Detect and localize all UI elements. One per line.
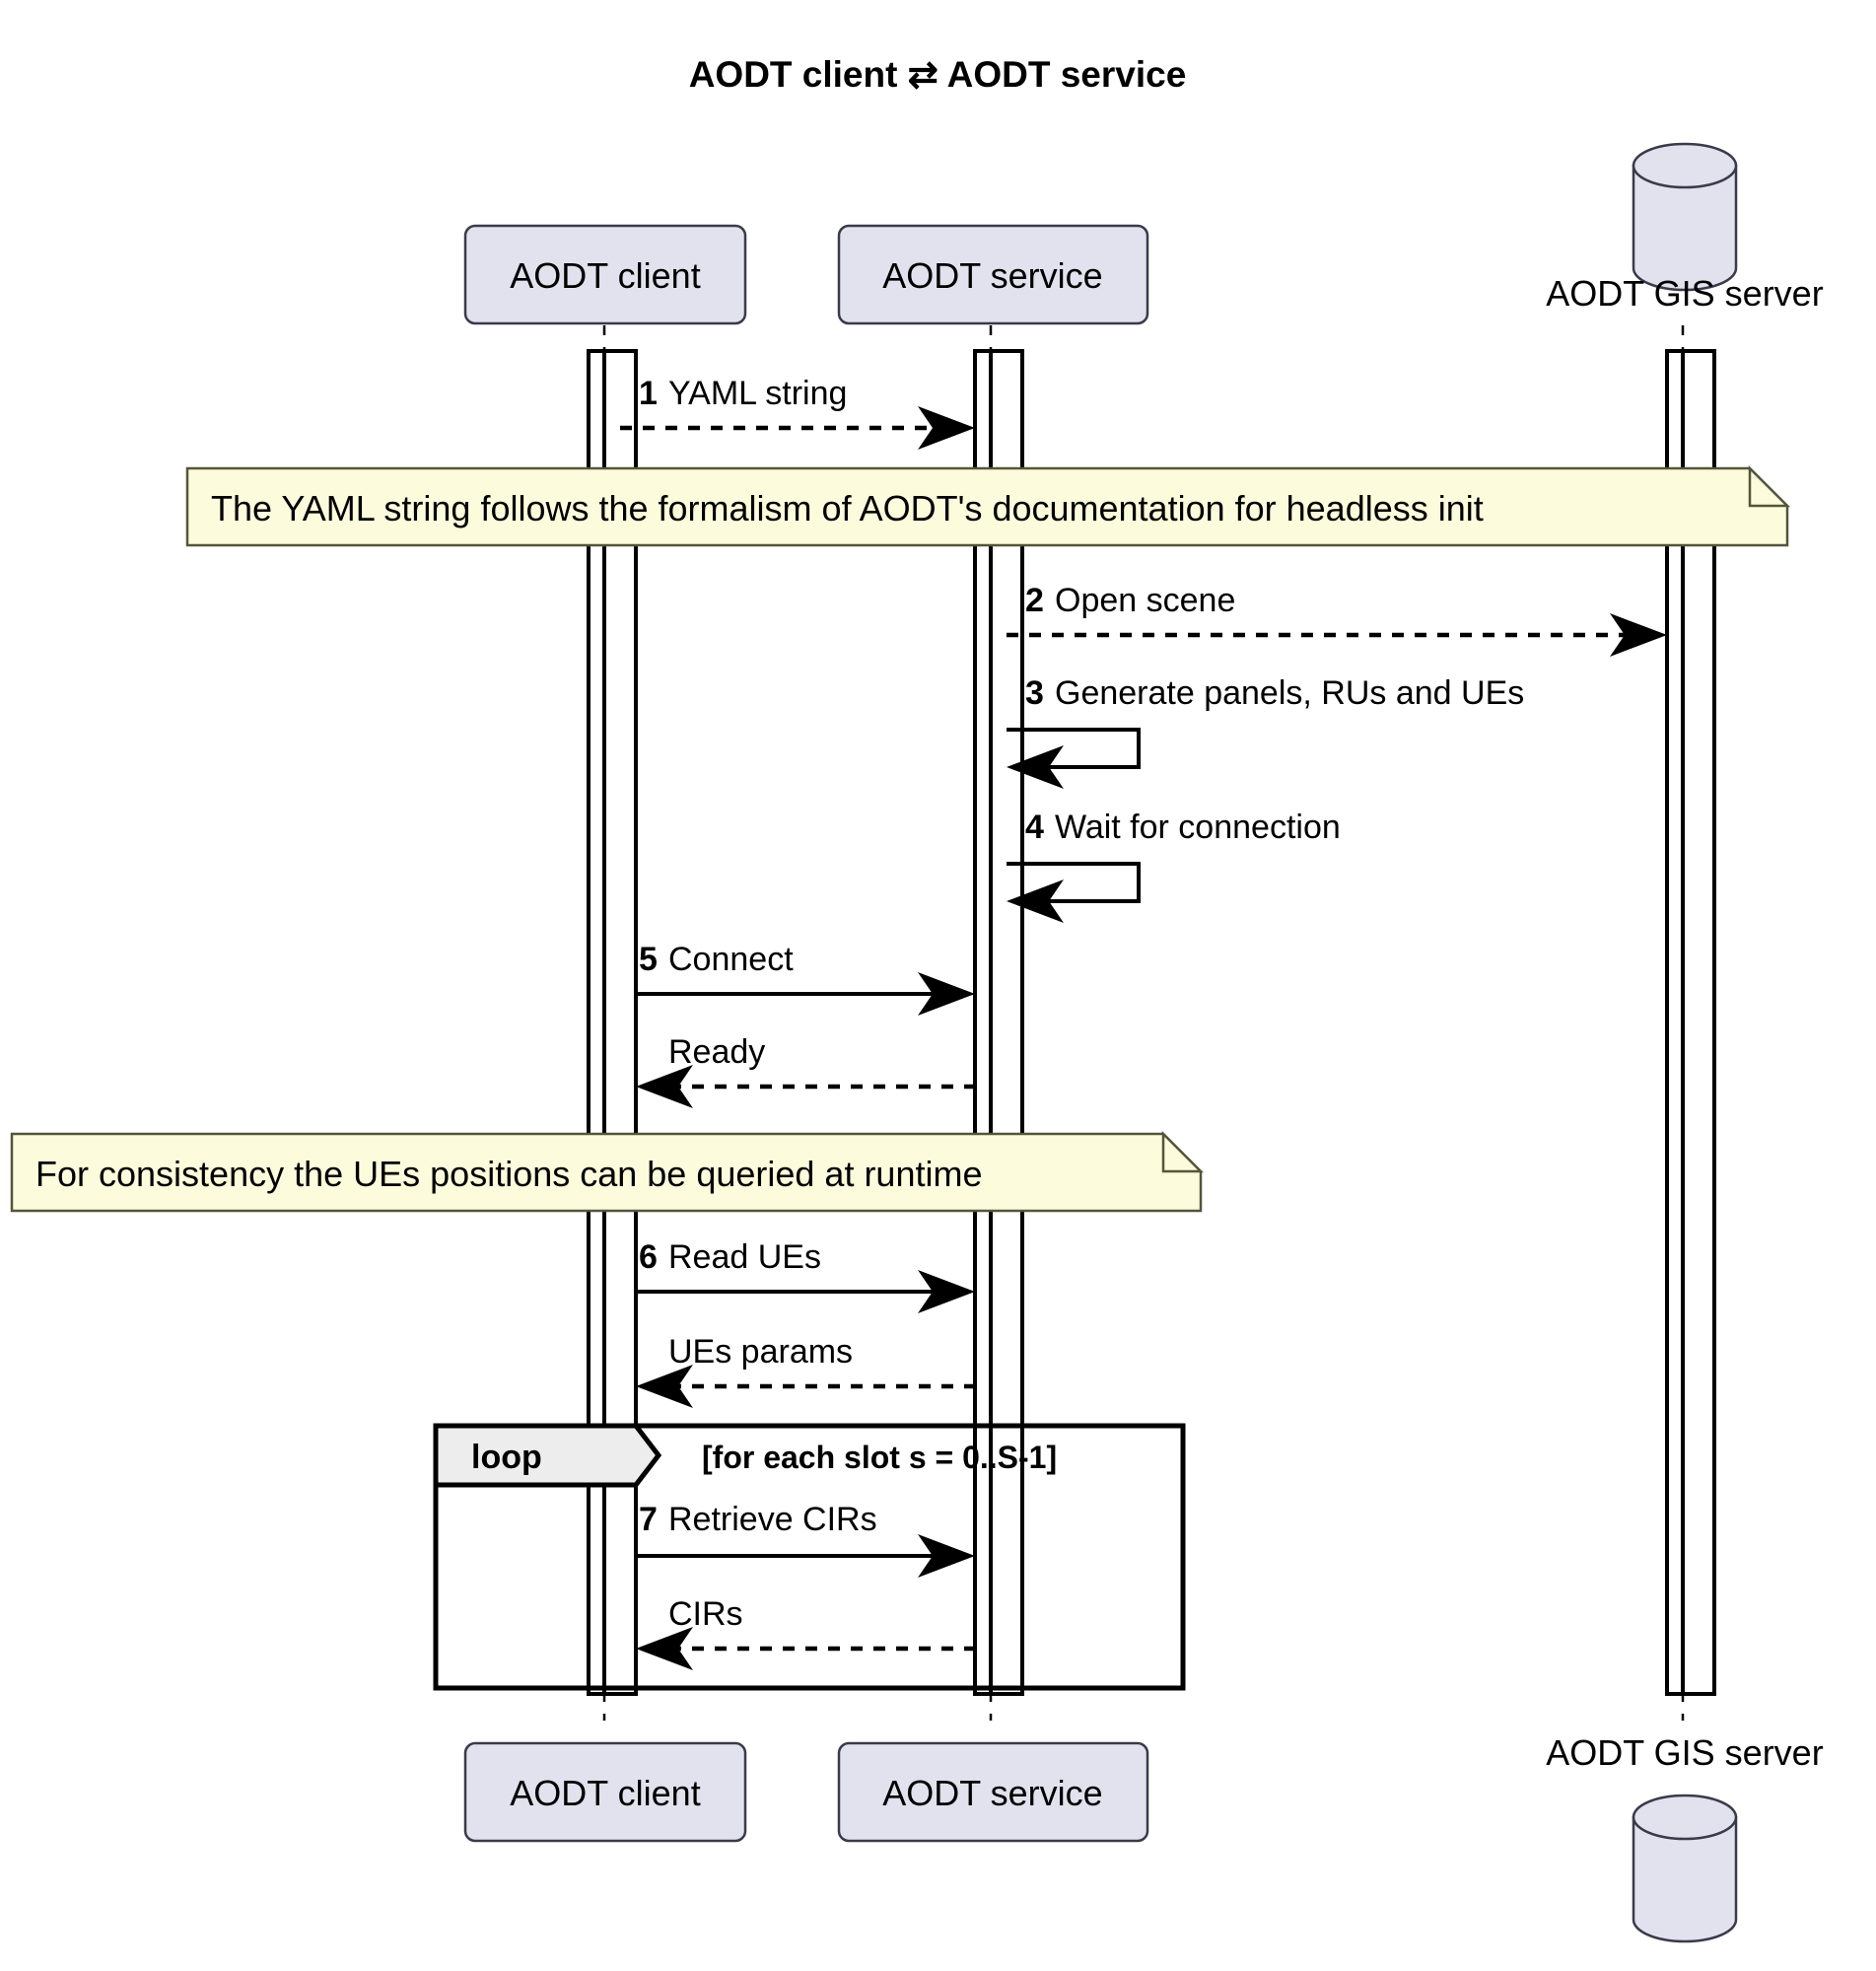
participant-footer-aodt-service-box[interactable] xyxy=(837,1741,1149,1843)
message-ready: Ready xyxy=(636,1033,975,1108)
message-1-yaml-string: 1 YAML string xyxy=(620,375,975,450)
message-ready-label: Ready xyxy=(668,1033,765,1071)
participant-header-aodt-gis-server-label: AODT GIS server xyxy=(1546,273,1823,314)
message-6-read-ues: 6 Read UEs xyxy=(636,1238,975,1313)
participant-footer-aodt-client[interactable]: AODT client xyxy=(463,1741,747,1843)
message-3-label: Generate panels, RUs and UEs xyxy=(1055,674,1524,712)
message-6-number: 6 xyxy=(639,1238,658,1276)
fragment-loop-border xyxy=(433,1423,1186,1691)
fragment-loop-condition-label: [for each slot s = 0..S-1] xyxy=(702,1440,1057,1475)
gis-server-cylinder-body-top xyxy=(1632,164,1738,292)
message-3-selfcall-path xyxy=(1007,728,1141,769)
message-7-retrieve-cirs: 7 Retrieve CIRs xyxy=(636,1501,975,1578)
message-2-open-scene: 2 Open scene xyxy=(1007,582,1667,657)
participant-footer-aodt-gis-server-label: AODT GIS server xyxy=(1546,1732,1823,1773)
message-2-number: 2 xyxy=(1025,582,1044,619)
database-icon-top xyxy=(1632,142,1738,189)
note-ues-positions-fold xyxy=(1161,1130,1205,1173)
participant-header-aodt-service-box[interactable] xyxy=(837,224,1149,325)
message-7-label: Retrieve CIRs xyxy=(668,1501,877,1538)
note-yaml-string-text: The YAML string follows the formalism of… xyxy=(211,488,1484,528)
message-5-connect: 5 Connect xyxy=(636,941,975,1016)
message-cirs-arrowhead xyxy=(636,1627,693,1670)
message-1-number: 1 xyxy=(639,375,658,412)
activation-aodt-service-inner xyxy=(989,349,1024,1696)
fragment-loop: loop [for each slot s = 0..S-1] xyxy=(433,1423,1186,1691)
message-1-arrowhead xyxy=(918,406,975,450)
participant-header-aodt-client-label: AODT client xyxy=(510,255,700,296)
message-7-number: 7 xyxy=(639,1501,658,1538)
message-ues-params: UEs params xyxy=(636,1333,975,1408)
message-4-label: Wait for connection xyxy=(1055,809,1341,846)
participant-header-aodt-client[interactable]: AODT client xyxy=(463,224,747,325)
fragment-loop-tab xyxy=(433,1423,662,1488)
note-ues-positions-body xyxy=(10,1132,1203,1213)
database-icon-bottom xyxy=(1632,1794,1738,1841)
message-ready-arrowhead xyxy=(636,1065,693,1108)
message-cirs-label: CIRs xyxy=(668,1595,743,1633)
participant-footer-aodt-service[interactable]: AODT service xyxy=(837,1741,1149,1843)
message-2-arrowhead xyxy=(1610,613,1667,657)
message-5-arrowhead xyxy=(918,972,975,1016)
message-6-label: Read UEs xyxy=(668,1238,821,1276)
diagram-title: AODT client ⇄ AODT service xyxy=(689,54,1187,95)
message-2-label: Open scene xyxy=(1055,582,1235,619)
participant-footer-aodt-client-box[interactable] xyxy=(463,1741,747,1843)
message-5-label: Connect xyxy=(668,941,794,978)
note-yaml-string-body xyxy=(185,466,1789,547)
message-4-wait-for-connection: 4 Wait for connection xyxy=(1007,809,1341,923)
participant-header-aodt-service-label: AODT service xyxy=(882,255,1102,296)
note-yaml-string: The YAML string follows the formalism of… xyxy=(185,464,1791,547)
activation-aodt-gis-server-inner xyxy=(1681,349,1716,1696)
message-ues-params-label: UEs params xyxy=(668,1333,853,1371)
participant-footer-aodt-service-label: AODT service xyxy=(882,1773,1102,1813)
participant-footer-aodt-gis-server[interactable]: AODT GIS server xyxy=(1546,1732,1824,1943)
message-ues-params-arrowhead xyxy=(636,1365,693,1408)
message-7-arrowhead xyxy=(918,1534,975,1578)
note-ues-positions: For consistency the UEs positions can be… xyxy=(10,1130,1205,1213)
message-3-arrowhead xyxy=(1007,745,1064,789)
activation-aodt-client-inner xyxy=(602,349,638,1696)
participant-header-aodt-gis-server[interactable]: AODT GIS server xyxy=(1546,142,1824,314)
participant-header-aodt-service[interactable]: AODT service xyxy=(837,224,1149,325)
fragment-loop-kind-label: loop xyxy=(471,1439,542,1476)
message-4-selfcall-path xyxy=(1007,862,1141,903)
message-4-arrowhead xyxy=(1007,880,1064,923)
message-3-generate-panels-rus-ues: 3 Generate panels, RUs and UEs xyxy=(1007,674,1524,789)
message-1-label: YAML string xyxy=(668,375,847,412)
gis-server-cylinder-body-bottom xyxy=(1632,1815,1738,1943)
message-5-number: 5 xyxy=(639,941,658,978)
message-cirs: CIRs xyxy=(636,1595,975,1670)
note-ues-positions-text: For consistency the UEs positions can be… xyxy=(35,1154,983,1194)
message-3-number: 3 xyxy=(1025,674,1044,712)
participant-header-aodt-client-box[interactable] xyxy=(463,224,747,325)
participant-footer-aodt-client-label: AODT client xyxy=(510,1773,700,1813)
message-6-arrowhead xyxy=(918,1270,975,1313)
message-4-number: 4 xyxy=(1025,809,1044,846)
note-yaml-string-fold xyxy=(1748,464,1791,508)
